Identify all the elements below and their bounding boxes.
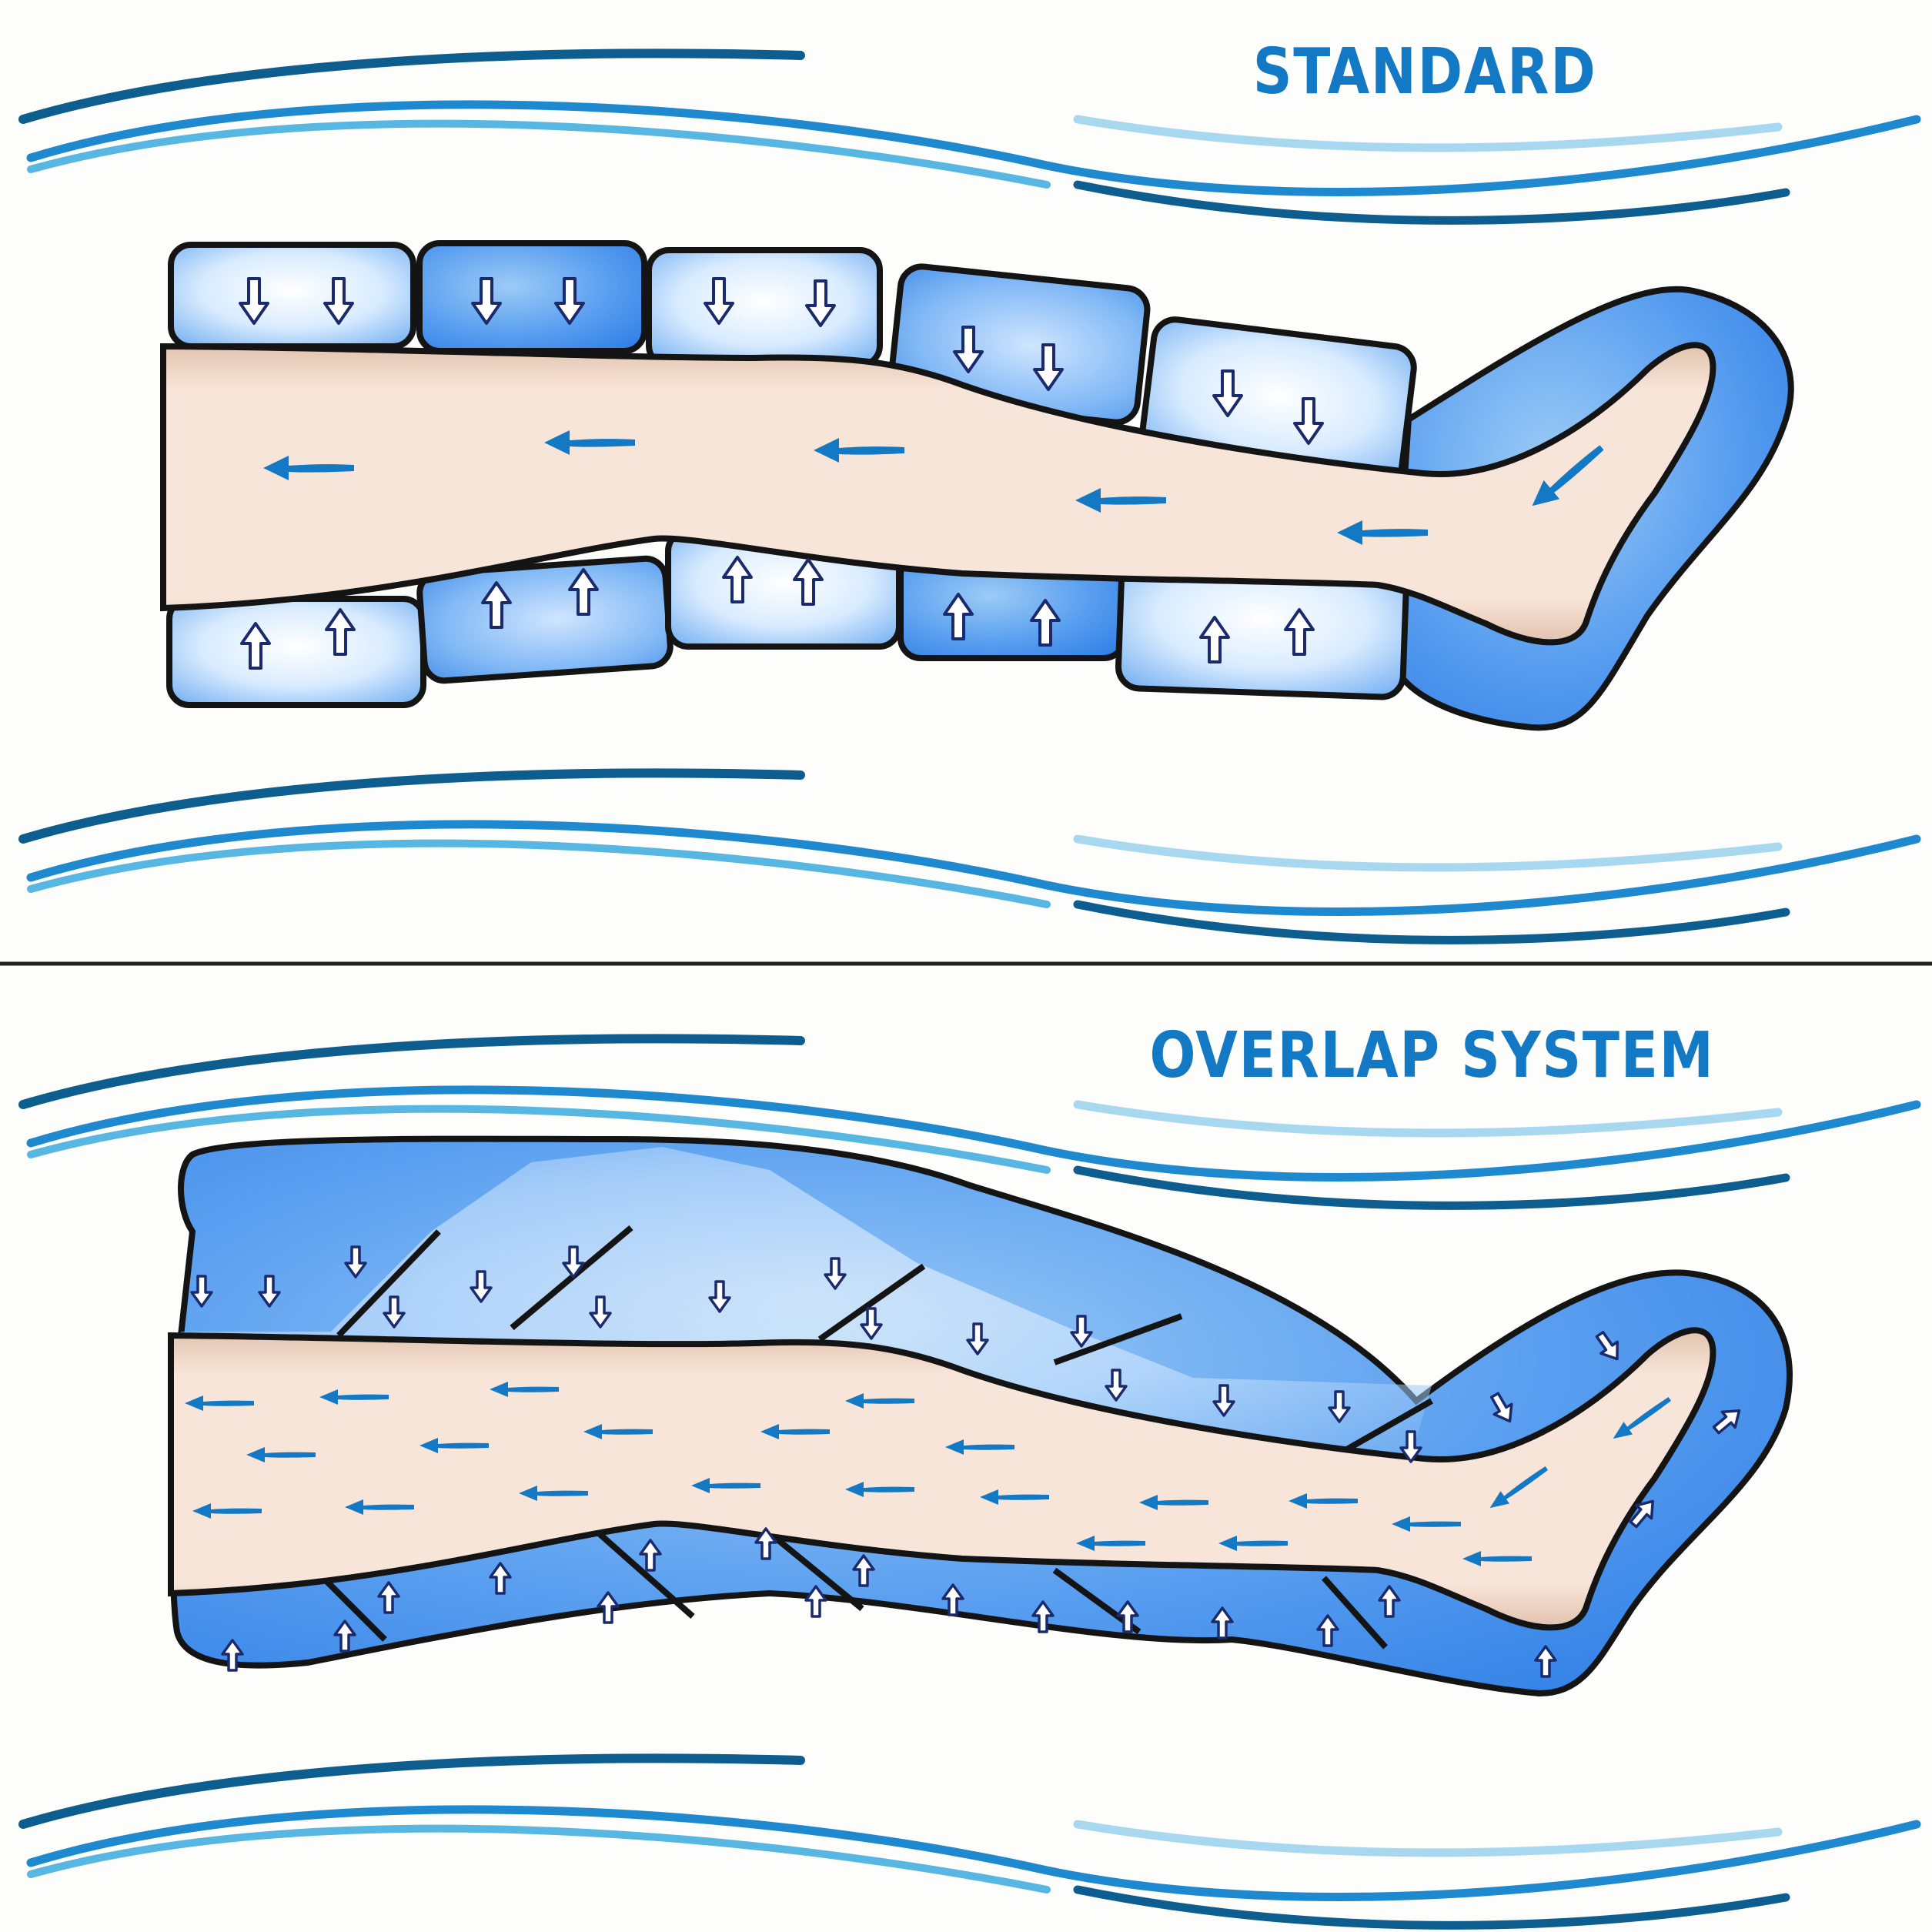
panel-standard bbox=[23, 53, 1917, 940]
top-wave-decoration bbox=[23, 53, 1917, 220]
bottom-wave-decoration bbox=[23, 1758, 1917, 1925]
bottom-chambers bbox=[166, 528, 1409, 708]
title-overlap-system: OVERLAP SYSTEM bbox=[1149, 1019, 1715, 1092]
leg bbox=[160, 342, 1716, 646]
leg bbox=[168, 1327, 1716, 1631]
panel-overlap bbox=[23, 1038, 1917, 1925]
bottom-wave-decoration bbox=[23, 773, 1917, 940]
title-standard: STANDARD bbox=[1252, 35, 1596, 109]
